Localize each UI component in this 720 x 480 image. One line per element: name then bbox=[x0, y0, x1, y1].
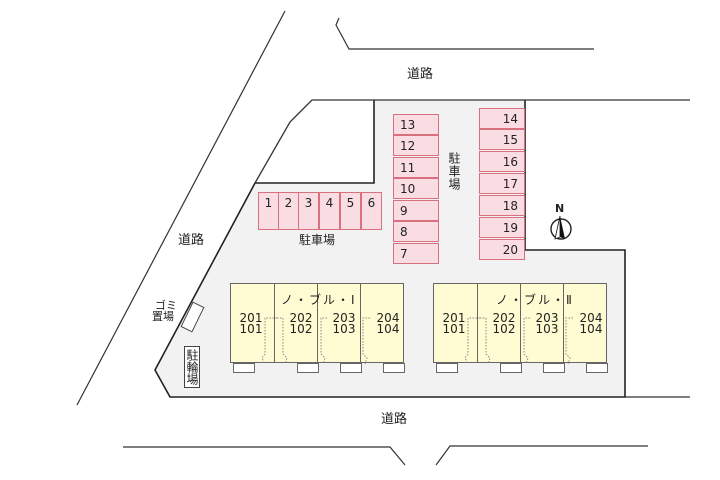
lot-boundary bbox=[154, 100, 626, 398]
parking-stall-1: 1 bbox=[258, 192, 279, 230]
entry-step bbox=[586, 363, 608, 373]
building-2-unit-2: 202 102 bbox=[477, 284, 520, 362]
unit-upper: 201 bbox=[442, 311, 466, 325]
parking-stall-19: 19 bbox=[479, 217, 525, 238]
road-label-bottom: 道路 bbox=[381, 412, 408, 427]
entry-step bbox=[340, 363, 362, 373]
road-label-left: 道路 bbox=[178, 233, 205, 248]
parking-stall-7: 7 bbox=[393, 243, 439, 264]
unit-lower: 102 bbox=[289, 322, 313, 336]
parking-stall-9: 9 bbox=[393, 200, 439, 221]
road-edge-bottom bbox=[123, 446, 406, 466]
parking-stall-16: 16 bbox=[479, 151, 525, 172]
unit-lower: 102 bbox=[492, 322, 516, 336]
unit-lower: 103 bbox=[332, 322, 356, 336]
bicycle-parking: 駐輪場 bbox=[184, 346, 200, 388]
building-2-stair-lines bbox=[464, 317, 573, 364]
parking-label-center: 駐車場 bbox=[447, 152, 461, 191]
garbage-label-line1: ゴミ bbox=[155, 299, 177, 312]
parking-stall-14: 14 bbox=[479, 108, 525, 129]
parking-stall-3: 3 bbox=[298, 192, 319, 230]
unit-upper: 201 bbox=[239, 311, 263, 325]
unit-numbers: 204 104 bbox=[373, 311, 403, 336]
building-2-unit-3: 203 103 bbox=[520, 284, 563, 362]
parking-stall-20: 20 bbox=[479, 239, 525, 260]
entry-step bbox=[233, 363, 255, 373]
entry-step bbox=[543, 363, 565, 373]
building-1-unit-2: 202 102 bbox=[274, 284, 317, 362]
unit-upper: 203 bbox=[332, 311, 356, 325]
north-arrow-icon bbox=[550, 215, 572, 240]
building-1-stair-lines bbox=[261, 317, 370, 364]
entry-step bbox=[500, 363, 522, 373]
building-2-unit-1: 201 101 bbox=[434, 284, 477, 362]
parking-stall-18: 18 bbox=[479, 195, 525, 216]
parking-stall-15: 15 bbox=[479, 129, 525, 150]
road-label-top: 道路 bbox=[407, 67, 434, 82]
building-1-unit-1: 201 101 bbox=[231, 284, 274, 362]
unit-lower: 101 bbox=[442, 322, 466, 336]
compass: N bbox=[549, 203, 573, 243]
parking-stall-5: 5 bbox=[340, 192, 361, 230]
building-2-name: ノ・ブル・Ⅱ bbox=[496, 293, 574, 307]
unit-lower: 103 bbox=[535, 322, 559, 336]
garbage-label-line2: 置場 bbox=[152, 310, 174, 323]
unit-lower: 101 bbox=[239, 322, 263, 336]
parking-stall-17: 17 bbox=[479, 173, 525, 194]
entry-step bbox=[383, 363, 405, 373]
parking-label-west: 駐車場 bbox=[299, 233, 336, 247]
unit-numbers: 203 103 bbox=[328, 311, 360, 336]
unit-lower: 104 bbox=[579, 322, 603, 336]
parking-stall-2: 2 bbox=[278, 192, 299, 230]
unit-numbers: 201 101 bbox=[233, 311, 269, 336]
unit-upper: 203 bbox=[535, 311, 559, 325]
road-edge-inner bbox=[254, 99, 690, 184]
road-edge-left bbox=[76, 10, 286, 406]
unit-lower: 104 bbox=[376, 322, 400, 336]
unit-upper: 204 bbox=[579, 311, 603, 325]
entry-step bbox=[436, 363, 458, 373]
building-1-unit-3: 203 103 bbox=[317, 284, 360, 362]
unit-upper: 204 bbox=[376, 311, 400, 325]
parking-stall-6: 6 bbox=[361, 192, 382, 230]
entry-step bbox=[297, 363, 319, 373]
parking-stall-8: 8 bbox=[393, 221, 439, 242]
road-edge-bottom-right bbox=[435, 445, 648, 466]
unit-numbers: 202 102 bbox=[285, 311, 317, 336]
garbage-label: ゴミ 置場 bbox=[152, 300, 177, 322]
building-1-unit-4: 204 104 bbox=[360, 284, 403, 362]
unit-numbers: 204 104 bbox=[576, 311, 606, 336]
building-2: 201 101 202 102 203 103 204 104 ノ・ブル・Ⅱ bbox=[433, 283, 608, 373]
parking-stall-11: 11 bbox=[393, 157, 439, 178]
compass-north-label: N bbox=[555, 202, 565, 215]
unit-numbers: 202 102 bbox=[488, 311, 520, 336]
parking-stall-10: 10 bbox=[393, 178, 439, 199]
building-2-unit-4: 204 104 bbox=[563, 284, 606, 362]
parking-stall-4: 4 bbox=[319, 192, 340, 230]
parking-stall-12: 12 bbox=[393, 135, 439, 156]
unit-upper: 202 bbox=[289, 311, 313, 325]
unit-numbers: 201 101 bbox=[436, 311, 472, 336]
unit-numbers: 203 103 bbox=[531, 311, 563, 336]
unit-upper: 202 bbox=[492, 311, 516, 325]
road-edge-top bbox=[335, 17, 594, 50]
building-1: 201 101 202 102 203 103 204 104 ノ・ブル・Ⅰ bbox=[230, 283, 405, 373]
building-1-name: ノ・ブル・Ⅰ bbox=[281, 293, 357, 307]
parking-stall-13: 13 bbox=[393, 114, 439, 135]
